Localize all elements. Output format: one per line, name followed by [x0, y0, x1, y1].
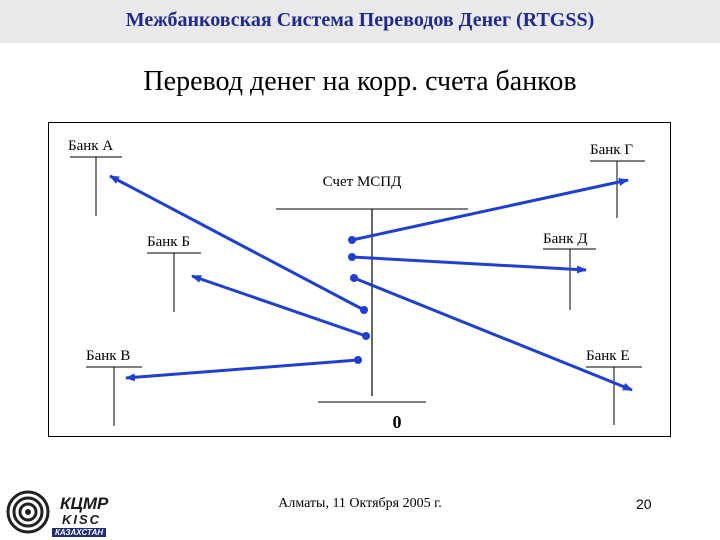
mspd-account: Счет МСПД 0 [276, 174, 468, 432]
transfer-arrow-to-bank-g [351, 178, 629, 242]
transfer-dot [348, 253, 356, 261]
kisc-logo: КЦМР KISC КАЗАХСТАН [4, 488, 124, 537]
bank-a-account: Банк А [68, 138, 122, 216]
transfer-arrow-to-bank-e [353, 276, 633, 392]
bank-g-label: Банк Г [590, 142, 633, 158]
footer-location-date: Алматы, 11 Октября 2005 г. [278, 496, 442, 511]
transfer-dot [362, 332, 370, 340]
bank-v-label: Банк В [86, 348, 130, 364]
page-number: 20 [636, 496, 652, 512]
slide-heading: Перевод денег на корр. счета банков [143, 66, 577, 97]
logo-line2: KISC [62, 512, 102, 527]
transfer-dot [360, 306, 368, 314]
logo-line3: КАЗАХСТАН [52, 528, 107, 537]
bank-d-account: Банк Д [543, 231, 596, 310]
transfer-arrow-to-bank-d [351, 255, 587, 274]
transfer-dot [350, 274, 358, 282]
transfer-arrow-to-bank-b [191, 274, 367, 338]
bank-g-account: Банк Г [590, 142, 645, 218]
bank-e-account: Банк Е [586, 348, 642, 425]
header-title: Межбанковская Система Переводов Денег (R… [125, 9, 595, 31]
transfer-dot [348, 236, 356, 244]
mspd-account-label: Счет МСПД [323, 174, 402, 190]
logo-line1: КЦМР [60, 494, 109, 513]
diagram-frame [48, 122, 671, 437]
transfer-arrow-to-bank-a [109, 174, 365, 312]
bank-a-label: Банк А [68, 138, 113, 154]
bank-b-account: Банк Б [147, 234, 201, 312]
bank-d-label: Банк Д [543, 231, 588, 247]
bank-e-label: Банк Е [586, 348, 630, 364]
bank-v-account: Банк В [86, 348, 142, 426]
header-bar [0, 0, 720, 43]
transfer-dot [354, 356, 362, 364]
transfer-arrow-to-bank-v [125, 358, 359, 382]
bank-b-label: Банк Б [147, 234, 190, 250]
spiral-logo-icon [6, 490, 50, 534]
mspd-balance: 0 [393, 412, 402, 432]
